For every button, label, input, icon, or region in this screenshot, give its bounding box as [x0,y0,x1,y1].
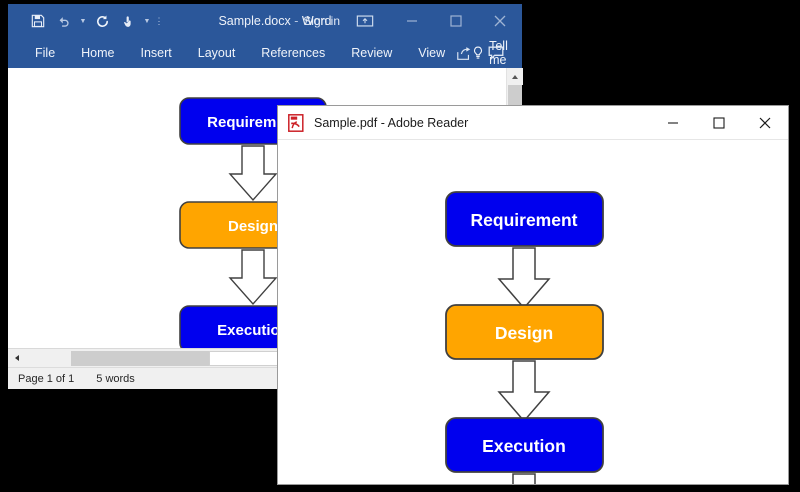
redo-icon[interactable] [90,8,114,34]
title-separator: - [294,14,299,28]
tab-layout[interactable]: Layout [197,46,236,60]
word-window-controls[interactable] [390,4,522,38]
word-title-bar[interactable]: ▼ ▼ ⋮ Sample.docx - Word Sign in [8,4,522,38]
word-node-label-1: Design [228,218,278,235]
pdf-window-controls[interactable] [650,106,788,139]
tab-view[interactable]: View [418,46,446,60]
document-name: Sample.docx [218,14,291,28]
word-node-label-0: Requirement [207,114,299,131]
pdf-node-label-1: Design [495,323,553,343]
adobe-pdf-icon [288,113,305,132]
save-icon[interactable] [26,8,50,34]
touch-mode-icon[interactable] [116,8,140,34]
ribbon-display-options-icon[interactable] [356,13,374,29]
pdf-flowchart: Requirement Design Execution [445,191,604,484]
tab-review[interactable]: Review [351,46,393,60]
pdf-node-label-2: Execution [482,436,566,456]
touch-mode-dropdown-icon[interactable]: ▼ [143,17,151,25]
pdf-close-button[interactable] [742,106,788,139]
undo-dropdown-icon[interactable]: ▼ [79,17,87,25]
customize-quick-access-icon[interactable]: ⋮ [154,15,164,26]
tab-file[interactable]: File [35,46,56,60]
tab-home[interactable]: Home [81,46,115,60]
comments-icon[interactable] [488,46,504,60]
word-count-label[interactable]: 5 words [96,372,135,385]
word-maximize-button[interactable] [434,4,478,38]
ribbon-right-icon-group[interactable] [456,38,514,68]
word-minimize-button[interactable] [390,4,434,38]
tab-insert[interactable]: Insert [140,46,172,60]
scroll-up-icon[interactable] [507,68,523,85]
adobe-reader-window[interactable]: Sample.pdf - Adobe Reader Requirement De… [277,105,789,485]
pdf-window-title: Sample.pdf - Adobe Reader [314,115,469,130]
tab-references[interactable]: References [261,46,326,60]
word-horizontal-scroll-thumb[interactable] [71,350,209,366]
pdf-maximize-button[interactable] [696,106,742,139]
sign-in-button[interactable]: Sign in [303,14,340,28]
lightbulb-icon [472,46,484,60]
word-node-label-2: Execution [217,322,289,339]
pdf-page-canvas[interactable]: Requirement Design Execution [278,140,788,484]
share-icon[interactable] [456,46,472,61]
undo-icon[interactable] [52,8,76,34]
page-count-label[interactable]: Page 1 of 1 [18,372,75,385]
word-ribbon-tabs[interactable]: File Home Insert Layout References Revie… [8,38,522,68]
pdf-minimize-button[interactable] [650,106,696,139]
pdf-title-bar[interactable]: Sample.pdf - Adobe Reader [278,106,788,140]
word-close-button[interactable] [478,4,522,38]
quick-access-toolbar[interactable]: ▼ ▼ ⋮ [26,4,164,38]
pdf-node-label-0: Requirement [471,210,578,230]
scroll-left-icon[interactable] [8,349,25,367]
